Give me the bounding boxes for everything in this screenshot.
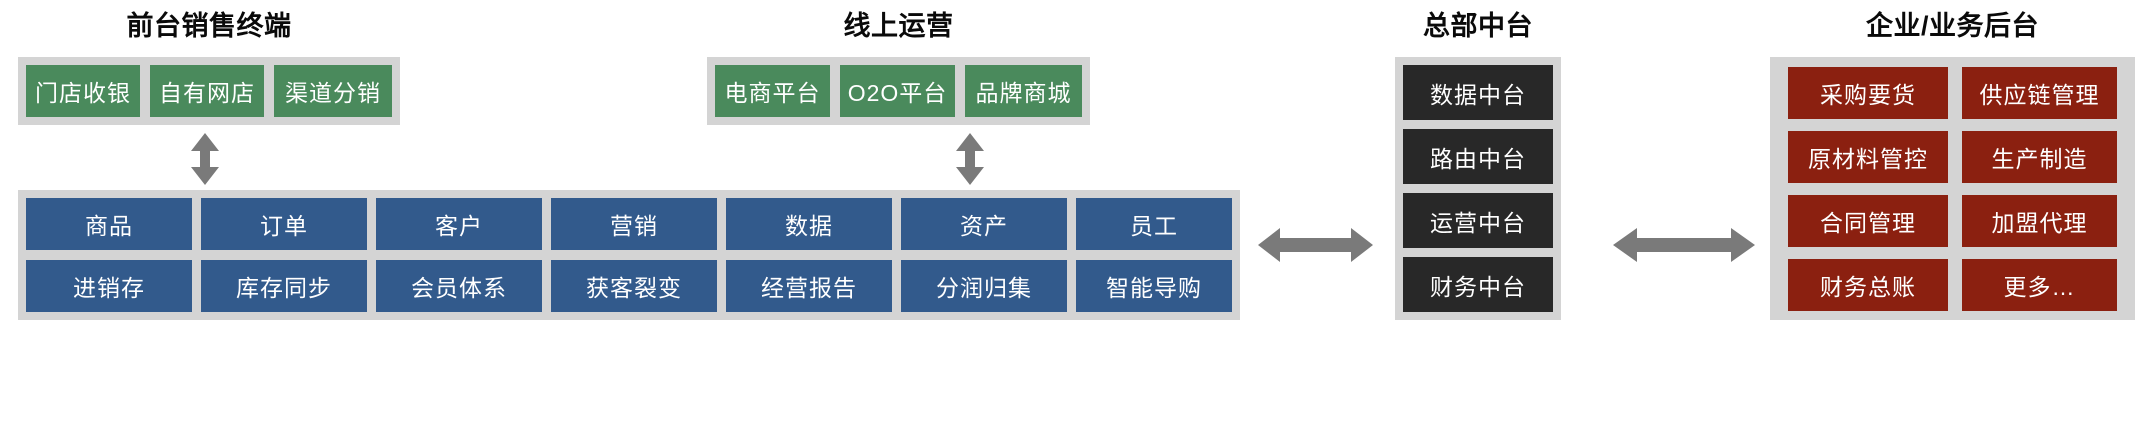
card-capability-r1c3[interactable]: 客户 [376, 198, 542, 250]
section-title-online-ops: 线上运营 [843, 11, 954, 41]
group-enterprise-backend: 采购要货 供应链管理 原材料管控 生产制造 合同管理 加盟代理 财务总账 更多… [1770, 57, 2135, 320]
card-hq-middle-2[interactable]: 运营中台 [1403, 193, 1553, 248]
card-capability-r2c6[interactable]: 分润归集 [901, 260, 1067, 312]
card-online-ops-0[interactable]: 电商平台 [715, 65, 830, 117]
card-enterprise-r3c1[interactable]: 合同管理 [1788, 195, 1948, 247]
section-title-front-sales: 前台销售终端 [126, 11, 292, 41]
card-capability-r2c3[interactable]: 会员体系 [376, 260, 542, 312]
card-capability-r1c7[interactable]: 员工 [1076, 198, 1232, 250]
connector-front-sales-to-capability [186, 133, 224, 185]
card-capability-r1c5[interactable]: 数据 [726, 198, 892, 250]
card-hq-middle-0[interactable]: 数据中台 [1403, 65, 1553, 120]
group-front-sales: 门店收银 自有网店 渠道分销 [18, 57, 400, 125]
card-front-sales-0[interactable]: 门店收银 [26, 65, 140, 117]
section-title-enterprise-backend: 企业/业务后台 [1865, 11, 2039, 41]
card-hq-middle-3[interactable]: 财务中台 [1403, 257, 1553, 312]
card-capability-r1c6[interactable]: 资产 [901, 198, 1067, 250]
card-capability-r1c2[interactable]: 订单 [201, 198, 367, 250]
card-capability-r2c7[interactable]: 智能导购 [1076, 260, 1232, 312]
card-enterprise-r2c1[interactable]: 原材料管控 [1788, 131, 1948, 183]
card-front-sales-1[interactable]: 自有网店 [150, 65, 264, 117]
card-capability-r2c2[interactable]: 库存同步 [201, 260, 367, 312]
connector-hq-middle-to-enterprise-backend [1613, 222, 1755, 268]
card-capability-r1c1[interactable]: 商品 [26, 198, 192, 250]
section-title-hq-middle: 总部中台 [1423, 11, 1533, 41]
group-online-ops: 电商平台 O2O平台 品牌商城 [707, 57, 1090, 125]
card-online-ops-1[interactable]: O2O平台 [840, 65, 955, 117]
card-enterprise-r4c2[interactable]: 更多… [1962, 259, 2117, 311]
card-capability-r2c1[interactable]: 进销存 [26, 260, 192, 312]
connector-online-ops-to-capability [951, 133, 989, 185]
card-enterprise-r3c2[interactable]: 加盟代理 [1962, 195, 2117, 247]
card-capability-r2c5[interactable]: 经营报告 [726, 260, 892, 312]
card-front-sales-2[interactable]: 渠道分销 [274, 65, 392, 117]
group-capability-platform: 商品 订单 客户 营销 数据 资产 员工 进销存 库存同步 会员体系 获客裂变 … [18, 190, 1240, 320]
card-hq-middle-1[interactable]: 路由中台 [1403, 129, 1553, 184]
card-capability-r1c4[interactable]: 营销 [551, 198, 717, 250]
group-hq-middle: 数据中台 路由中台 运营中台 财务中台 [1395, 57, 1561, 320]
card-enterprise-r2c2[interactable]: 生产制造 [1962, 131, 2117, 183]
card-enterprise-r1c2[interactable]: 供应链管理 [1962, 67, 2117, 119]
card-enterprise-r4c1[interactable]: 财务总账 [1788, 259, 1948, 311]
card-enterprise-r1c1[interactable]: 采购要货 [1788, 67, 1948, 119]
card-capability-r2c4[interactable]: 获客裂变 [551, 260, 717, 312]
card-online-ops-2[interactable]: 品牌商城 [965, 65, 1082, 117]
connector-capability-to-hq-middle [1258, 222, 1373, 268]
